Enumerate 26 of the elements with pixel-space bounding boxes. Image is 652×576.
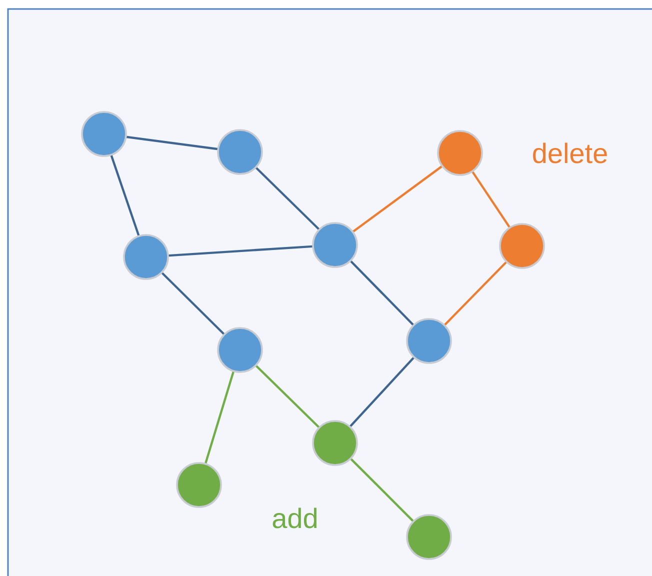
edge-line	[110, 155, 140, 236]
edge-line	[444, 262, 507, 326]
edge-line	[472, 171, 510, 228]
graph-node	[499, 223, 545, 269]
edge-line	[126, 136, 218, 150]
graph-node	[406, 514, 452, 560]
graph-node	[217, 129, 263, 175]
edge-line	[350, 260, 414, 326]
graph-node	[312, 420, 358, 466]
graph-node	[406, 318, 452, 364]
edge-line	[162, 272, 224, 335]
graph-node	[81, 111, 127, 157]
graph-node	[437, 130, 483, 176]
label-text: add	[272, 508, 317, 528]
edge-line	[352, 166, 442, 232]
edge-line	[256, 365, 320, 428]
edge-line	[204, 372, 234, 464]
graph-node	[176, 462, 222, 508]
graph-node	[123, 234, 169, 280]
label-text: delete	[533, 142, 607, 164]
graph-node	[312, 222, 358, 268]
edge-line	[350, 357, 414, 427]
edge-line	[350, 458, 414, 522]
edge-line	[168, 245, 312, 257]
edge-line	[256, 167, 320, 230]
graph-node	[217, 327, 263, 373]
